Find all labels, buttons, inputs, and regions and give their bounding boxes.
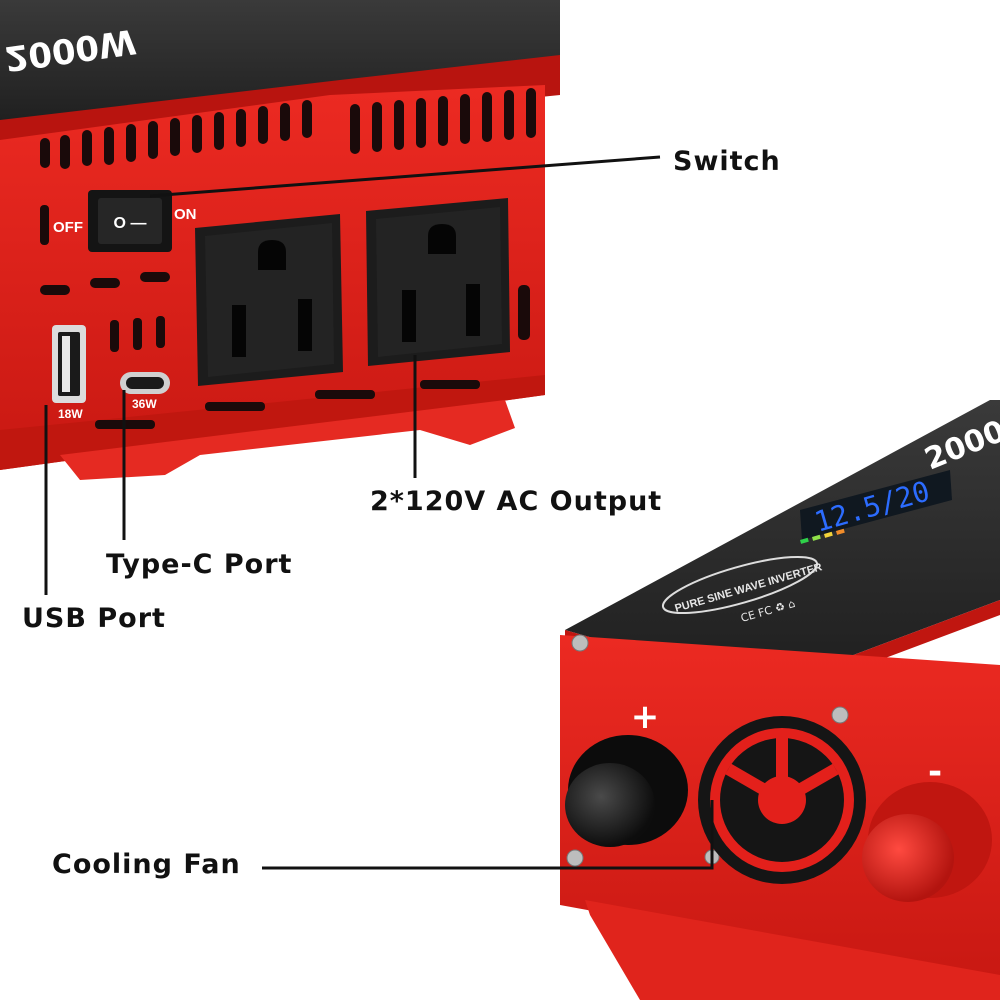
switch-off-label: OFF [53,219,83,236]
ac-outlet-1[interactable] [195,214,343,386]
ac-output-callout: 2*120V AC Output [370,486,663,517]
negative-label: - [928,752,942,792]
type-c-port[interactable] [120,372,170,394]
switch-callout-line [149,155,661,198]
level-bars [800,528,845,544]
usb-rating: 18W [58,407,83,421]
usb-port[interactable] [52,325,86,403]
power-switch[interactable] [88,190,172,252]
cooling-fan [698,716,866,884]
switch-callout: Switch [673,146,781,177]
lcd-display [800,470,952,540]
positive-terminal[interactable] [565,735,688,847]
ac-outlet-2[interactable] [366,198,510,366]
type-c-callout: Type-C Port [106,549,293,580]
vent-slots [40,88,536,429]
negative-terminal[interactable] [862,782,992,902]
panel-screws [566,634,849,867]
inverter-rear-view: 12.5/20 PURE SINE WAVE INVERTER CE FC ♻ … [560,400,1000,1000]
callout-lines [44,155,714,870]
switch-glyph: O — [114,215,147,232]
cooling-fan-callout: Cooling Fan [52,849,241,880]
type-c-rating: 36W [132,397,157,411]
usb-callout: USB Port [22,603,166,634]
cooling-fan-callout-line [262,800,714,870]
positive-label: + [631,697,660,737]
rear-top-cover [565,400,1000,690]
rear-foot [585,900,1000,1000]
inverter-front-view: O — OFF ON 18W 3 [0,0,560,480]
mounting-foot [60,400,515,480]
brand-band [661,555,819,615]
top-cover [0,0,560,130]
switch-on-label: ON [174,206,197,223]
